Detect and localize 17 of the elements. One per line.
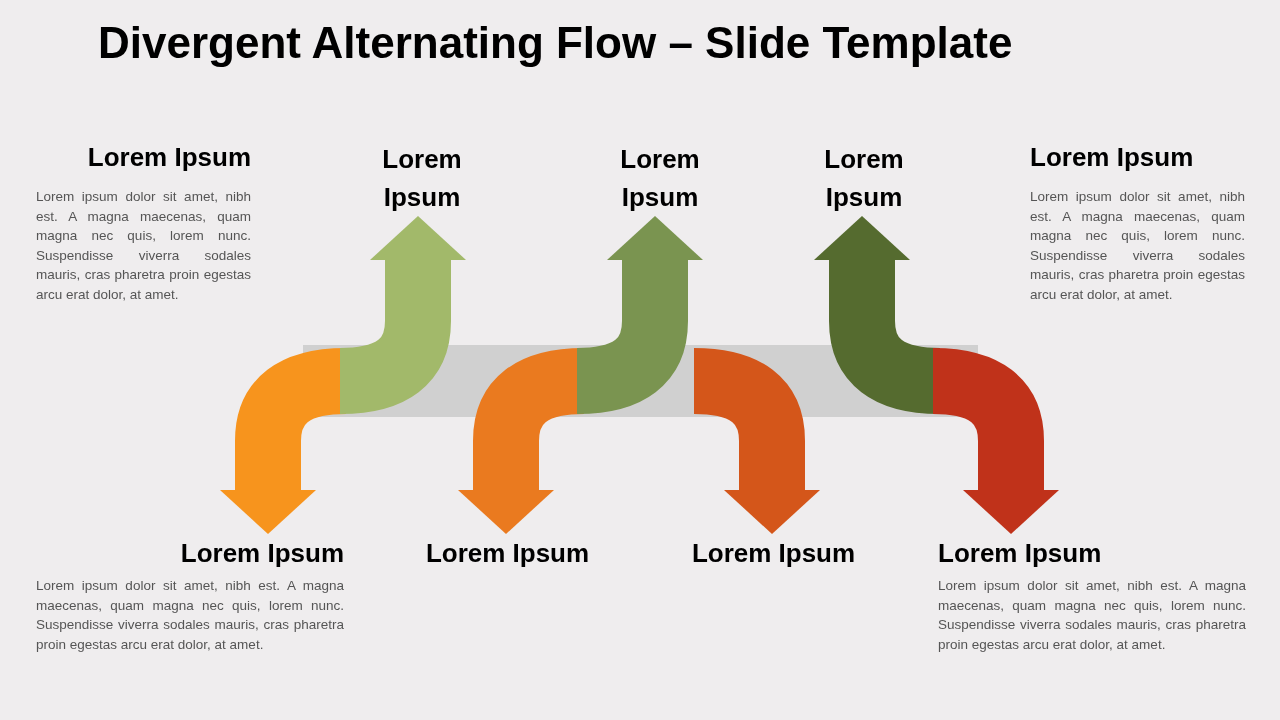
body-text: Lorem ipsum dolor sit amet, nibh est. A magna maecenas, quam magna nec quis, lorem nunc. Suspendisse viverra sodales mauris, cras pharetra proin egestas arcu erat dolor, at amet. <box>1030 188 1245 304</box>
heading: Lorem Ipsum <box>823 143 905 214</box>
heading: Lorem Ipsum <box>381 143 463 214</box>
heading: Lorem Ipsum <box>424 537 591 570</box>
heading: Lorem Ipsum <box>690 537 857 570</box>
heading: Lorem Ipsum <box>1030 141 1195 174</box>
title: Divergent Alternating Flow – Slide Template <box>98 18 1013 68</box>
arrow <box>931 348 1059 534</box>
body-text: Lorem ipsum dolor sit amet, nibh est. A magna maecenas, quam magna nec quis, lorem nunc. Suspendisse viverra sodales mauris, cras pharetra proin egestas arcu erat dolor, at amet. <box>36 188 251 304</box>
heading: Lorem Ipsum <box>938 537 1103 570</box>
arrow <box>575 216 703 414</box>
arrow <box>338 216 466 414</box>
heading: Lorem Ipsum <box>179 537 344 570</box>
body-text: Lorem ipsum dolor sit amet, nibh est. A magna maecenas, quam magna nec quis, lorem nunc. Suspendisse viverra sodales mauris, cras pharetra proin egestas arcu erat dolor, at amet. <box>938 577 1246 654</box>
body-text: Lorem ipsum dolor sit amet, nibh est. A magna maecenas, quam magna nec quis, lorem nunc. Suspendisse viverra sodales mauris, cras pharetra proin egestas arcu erat dolor, at amet. <box>36 577 344 654</box>
heading: Lorem Ipsum <box>86 141 251 174</box>
heading: Lorem Ipsum <box>619 143 701 214</box>
